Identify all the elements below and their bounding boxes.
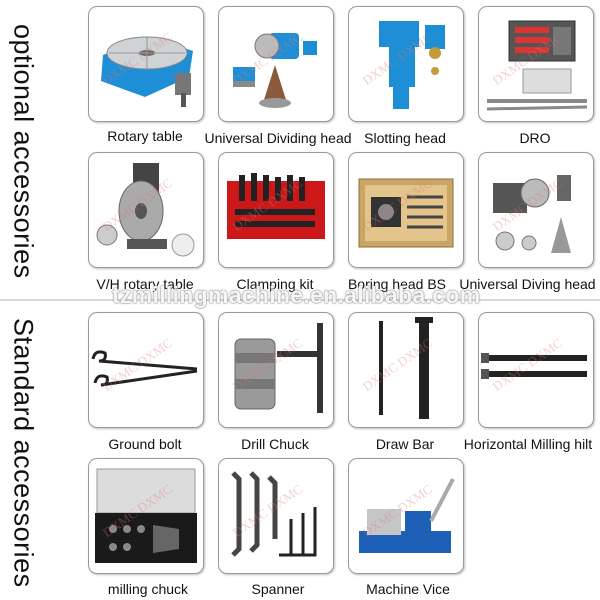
diving-head-label: Universal Diving head <box>459 276 596 292</box>
section-divider <box>0 299 600 301</box>
slotting-head-label: Slotting head <box>364 130 446 146</box>
ground-bolt-label: Ground bolt <box>108 436 182 452</box>
horizontal-milling-image[interactable]: DXMC DXMC <box>478 312 594 428</box>
spanner-icon <box>231 471 317 557</box>
drill-chuck-label: Drill Chuck <box>241 436 309 452</box>
horizontal-milling-icon <box>481 353 587 379</box>
slotting-head-image[interactable]: DXMC DXMC <box>348 6 464 122</box>
draw-bar-image[interactable]: DXMC DXMC <box>348 312 464 428</box>
boring-head-icon <box>358 178 454 248</box>
boring-head-image[interactable]: DXMC DXMC <box>348 152 464 268</box>
rotary-table-icon <box>101 36 193 107</box>
clamping-kit-image[interactable]: DXMC DXMC <box>218 152 334 268</box>
dro-label: DRO <box>519 130 551 146</box>
milling-chuck-icon <box>95 468 197 563</box>
ground-bolt-icon <box>91 350 198 387</box>
machine-vice-image[interactable]: DXMC DXMC <box>348 458 464 574</box>
rotary-table-image[interactable]: DXMC DXMC <box>88 6 204 122</box>
standard-accessories-text: Standard accessories <box>8 318 39 588</box>
optional-accessories-text: optional accessories <box>8 23 39 279</box>
draw-bar-icon <box>379 317 433 419</box>
slotting-head-icon <box>379 21 445 109</box>
drill-chuck-image[interactable]: DXMC DXMC <box>218 312 334 428</box>
ground-bolt-image[interactable]: DXMC DXMC <box>88 312 204 428</box>
rotary-table-label: Rotary table <box>107 128 183 144</box>
dro-icon <box>486 20 588 111</box>
machine-vice-icon <box>359 478 455 553</box>
clamping-kit-label: Clamping kit <box>236 276 314 292</box>
dividing-head-icon <box>233 33 317 108</box>
dividing-head-image[interactable]: DXMC DXMC <box>218 6 334 122</box>
vh-rotary-table-label: V/H rotary table <box>96 276 194 292</box>
spanner-image[interactable]: DXMC DXMC <box>218 458 334 574</box>
standard-accessories-title: Standard accessories <box>6 306 40 600</box>
diving-head-icon <box>493 175 571 253</box>
vh-rotary-table-image[interactable]: DXMC DXMC <box>88 152 204 268</box>
dro-image[interactable]: DXMC DXMC <box>478 6 594 122</box>
milling-chuck-image[interactable]: DXMC DXMC <box>88 458 204 574</box>
draw-bar-label: Draw Bar <box>375 436 435 452</box>
dividing-head-label: Universal Dividing head <box>204 130 352 146</box>
clamping-kit-icon <box>227 173 325 239</box>
machine-vice-label: Machine Vice <box>366 581 450 597</box>
site-watermark: tzmillingmachine.en.alibaba.com <box>112 282 481 308</box>
boring-head-label: Boring head BS <box>347 276 447 292</box>
milling-chuck-label: milling chuck <box>107 581 189 597</box>
optional-accessories-title: optional accessories <box>6 6 40 296</box>
horizontal-milling-label: Horizontal Milling hilt <box>463 436 593 452</box>
vh-rotary-table-icon <box>96 163 195 257</box>
drill-chuck-icon <box>234 323 323 413</box>
spanner-label: Spanner <box>251 581 305 597</box>
diving-head-image[interactable]: DXMC DXMC <box>478 152 594 268</box>
